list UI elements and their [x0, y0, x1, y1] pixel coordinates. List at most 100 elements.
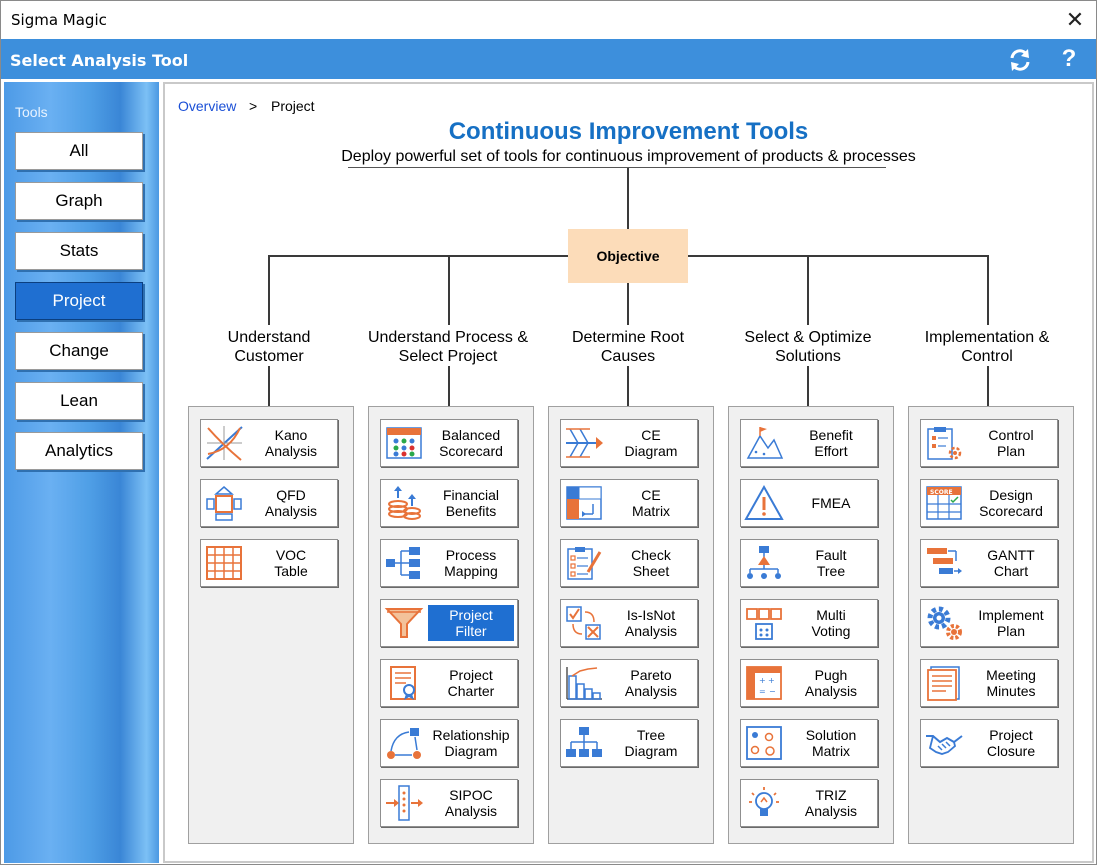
gears-icon — [927, 606, 962, 640]
window-title: Sigma Magic — [11, 11, 107, 29]
tool-design-scorecard[interactable]: SCORE Design Scorecard — [920, 479, 1058, 527]
tool-ce-matrix[interactable]: CE Matrix — [560, 479, 698, 527]
coins-icon — [388, 486, 421, 520]
warning-icon — [744, 484, 784, 520]
tool-label: Design Scorecard — [979, 487, 1043, 519]
tool-meeting-minutes[interactable]: Meeting Minutes — [920, 659, 1058, 707]
fault-tree-icon — [747, 546, 781, 579]
tool-is-isnot-analysis[interactable]: Is-IsNot Analysis — [560, 599, 698, 647]
tool-label: VOC Table — [274, 547, 308, 579]
tool-label: Project Filter — [428, 605, 514, 641]
refresh-icon[interactable] — [1007, 47, 1033, 73]
tool-label: Implement Plan — [978, 607, 1044, 639]
tool-triz-analysis[interactable]: TRIZ Analysis — [740, 779, 878, 827]
tool-pugh-analysis[interactable]: + + = − Pugh Analysis — [740, 659, 878, 707]
charter-icon — [390, 666, 416, 700]
tool-solution-matrix[interactable]: Solution Matrix — [740, 719, 878, 767]
tool-label: Pugh Analysis — [804, 667, 858, 699]
tool-control-plan[interactable]: Control Plan — [920, 419, 1058, 467]
tool-kano-analysis[interactable]: Kano Analysis — [200, 419, 338, 467]
tool-ce-diagram[interactable]: CE Diagram — [560, 419, 698, 467]
category-heading: Understand Customer — [227, 329, 311, 365]
sidebar-item-lean[interactable]: Lean — [15, 382, 143, 420]
subtitle-underline — [348, 167, 886, 168]
dialog-title: Select Analysis Tool — [10, 51, 189, 70]
sipoc-icon — [386, 785, 423, 821]
handshake-icon — [926, 735, 963, 755]
pareto-icon — [566, 667, 602, 700]
tool-relationship-diagram[interactable]: Relationship Diagram — [380, 719, 518, 767]
connector-line — [627, 283, 629, 325]
help-icon[interactable]: ? — [1061, 45, 1077, 72]
sidebar-item-all[interactable]: All — [15, 132, 143, 170]
sidebar-item-stats[interactable]: Stats — [15, 232, 143, 270]
voc-table-icon — [206, 546, 242, 580]
category-heading: Select & Optimize Solutions — [744, 329, 872, 365]
sidebar-item-analytics[interactable]: Analytics — [15, 432, 143, 470]
tool-column: Control Plan SCORE Design Scorecard — [908, 406, 1074, 844]
connector-line — [688, 255, 988, 257]
tool-fmea[interactable]: FMEA — [740, 479, 878, 527]
tool-benefit-effort[interactable]: Benefit Effort — [740, 419, 878, 467]
design-scorecard-icon: SCORE — [926, 486, 962, 520]
tool-label: Balanced Scorecard — [439, 427, 503, 459]
tool-multi-voting[interactable]: Multi Voting — [740, 599, 878, 647]
tool-label: Financial Benefits — [442, 487, 500, 519]
tool-pareto-analysis[interactable]: Pareto Analysis — [560, 659, 698, 707]
tool-voc-table[interactable]: VOC Table — [200, 539, 338, 587]
tool-label: QFD Analysis — [264, 487, 318, 519]
tool-column: CE Diagram CE Matrix — [548, 406, 714, 844]
tool-label: GANTT Chart — [987, 547, 1035, 579]
fishbone-icon — [566, 428, 603, 458]
connector-line — [807, 366, 809, 406]
qfd-icon — [206, 486, 242, 521]
connector-line — [807, 255, 809, 325]
tool-balanced-scorecard[interactable]: Balanced Scorecard — [380, 419, 518, 467]
gantt-icon — [927, 548, 962, 574]
connector-line — [448, 366, 450, 406]
page-title: Continuous Improvement Tools — [448, 118, 809, 145]
sidebar-item-graph[interactable]: Graph — [15, 182, 143, 220]
sidebar-item-project[interactable]: Project — [15, 282, 143, 320]
category-heading: Understand Process & Select Project — [367, 329, 529, 365]
sidebar-item-change[interactable]: Change — [15, 332, 143, 370]
category-heading: Implementation & Control — [924, 329, 1050, 365]
tool-column: Kano Analysis QFD Analysis — [188, 406, 354, 844]
tool-label: Project Closure — [986, 727, 1036, 759]
connector-line — [268, 255, 270, 325]
tool-label: TRIZ Analysis — [804, 787, 858, 819]
tool-gantt-chart[interactable]: GANTT Chart — [920, 539, 1058, 587]
tool-qfd-analysis[interactable]: QFD Analysis — [200, 479, 338, 527]
tool-label: Meeting Minutes — [986, 667, 1036, 699]
tool-project-closure[interactable]: Project Closure — [920, 719, 1058, 767]
tool-check-sheet[interactable]: Check Sheet — [560, 539, 698, 587]
tool-project-charter[interactable]: Project Charter — [380, 659, 518, 707]
tool-label: Check Sheet — [631, 547, 671, 579]
tree-icon — [566, 727, 602, 757]
tool-financial-benefits[interactable]: Financial Benefits — [380, 479, 518, 527]
tool-sipoc-analysis[interactable]: SIPOC Analysis — [380, 779, 518, 827]
breadcrumb-current: Project — [271, 98, 315, 114]
tool-fault-tree[interactable]: Fault Tree — [740, 539, 878, 587]
page-subtitle: Deploy powerful set of tools for continu… — [341, 148, 916, 165]
control-plan-icon — [927, 427, 962, 460]
header-bar: Select Analysis Tool ? — [1, 39, 1096, 79]
tool-label: Process Mapping — [444, 547, 498, 579]
tool-process-mapping[interactable]: Process Mapping — [380, 539, 518, 587]
tool-label: Tree Diagram — [624, 727, 678, 759]
minutes-icon — [927, 666, 960, 701]
objective-box: Objective — [568, 229, 688, 283]
tool-project-filter[interactable]: Project Filter — [380, 599, 518, 647]
tool-column: Balanced Scorecard Financial Benefits — [368, 406, 534, 844]
breadcrumb-overview-link[interactable]: Overview — [178, 98, 237, 114]
tool-label: SIPOC Analysis — [444, 787, 498, 819]
relationship-icon — [387, 728, 421, 759]
connector-line — [627, 366, 629, 406]
content-panel: Overview > Project Continuous Improvemen… — [163, 82, 1094, 863]
tool-tree-diagram[interactable]: Tree Diagram — [560, 719, 698, 767]
close-icon[interactable]: ✕ — [1065, 7, 1085, 32]
tool-implement-plan[interactable]: Implement Plan — [920, 599, 1058, 647]
funnel-icon — [384, 608, 424, 638]
sidebar-label: Tools — [15, 104, 48, 120]
tool-label: Pareto Analysis — [624, 667, 678, 699]
